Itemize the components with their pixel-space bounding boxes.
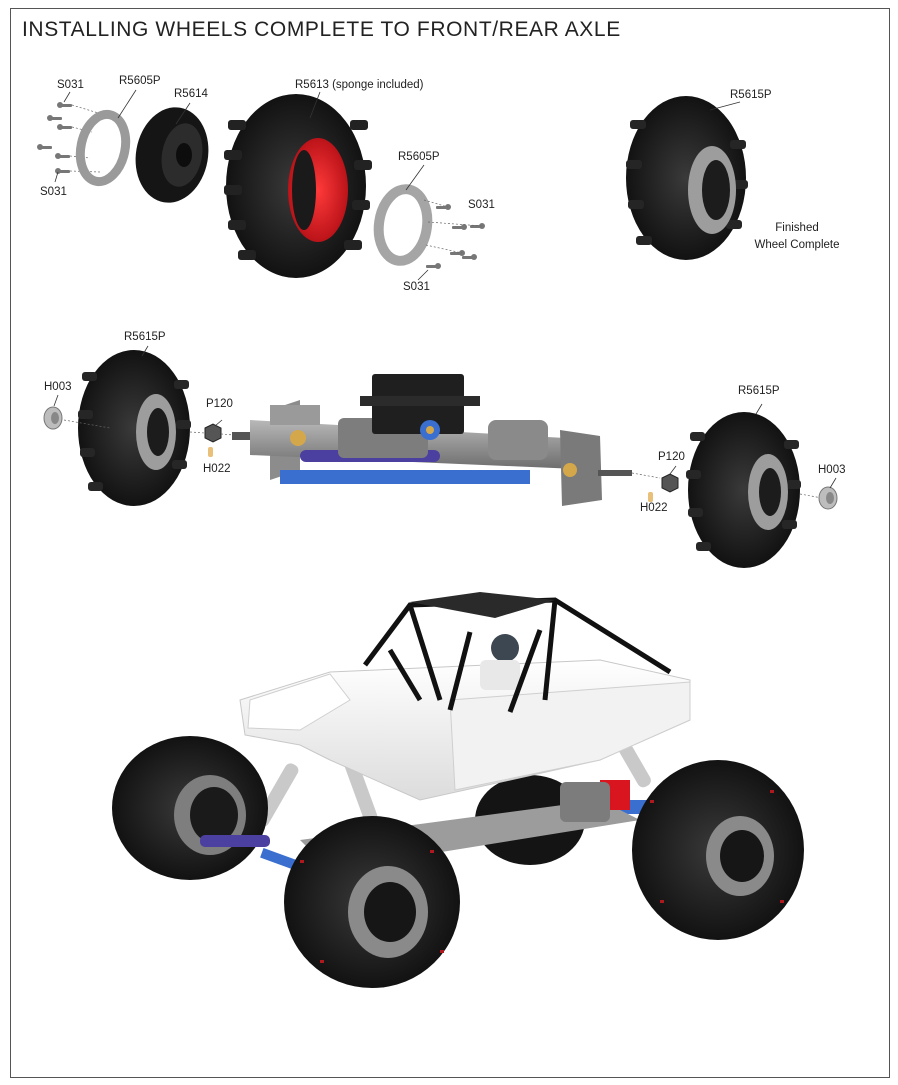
- pin-left: [208, 447, 213, 457]
- label-pin-left: H022: [203, 463, 231, 475]
- hex-left: [204, 423, 222, 443]
- label-axle-wheel-left: R5615P: [124, 331, 166, 343]
- axle-assembly-diagram: [43, 345, 838, 568]
- note-line-2: Wheel Complete: [754, 239, 840, 251]
- label-screw-bottom-right: S031: [403, 281, 430, 293]
- page-title: INSTALLING WHEELS COMPLETE TO FRONT/REAR…: [22, 18, 621, 41]
- screw-group-left: [37, 102, 72, 174]
- label-axle-wheel-right: R5615P: [738, 385, 780, 397]
- complete-vehicle: [112, 592, 804, 988]
- label-pin-right: H022: [640, 502, 668, 514]
- label-screw-right: S031: [468, 199, 495, 211]
- finished-wheel-note: Finished Wheel Complete: [742, 220, 852, 254]
- label-beadlock-ring-left: R5605P: [119, 75, 161, 87]
- label-tire: R5613 (sponge included): [295, 79, 424, 91]
- nut-right: [799, 477, 838, 510]
- nut-left: [43, 394, 111, 430]
- hex-right: [661, 473, 679, 493]
- label-hex-left: P120: [206, 398, 233, 410]
- beadlock-ring-left: [75, 109, 131, 187]
- label-nut-right: H003: [818, 464, 846, 476]
- label-screw-bottom-left: S031: [40, 186, 67, 198]
- axle-housing: [232, 374, 632, 506]
- note-line-1: Finished: [775, 222, 819, 234]
- beadlock-ring-right: [373, 184, 433, 266]
- label-screw-top-left: S031: [57, 79, 84, 91]
- label-beadlock-ring-right: R5605P: [398, 151, 440, 163]
- axle-wheel-left: [78, 345, 191, 506]
- label-wheel-complete: R5615P: [730, 89, 772, 101]
- axle-wheel-right: [686, 403, 801, 568]
- rim-part: [135, 107, 209, 203]
- tire-with-sponge: [224, 94, 372, 278]
- label-nut-left: H003: [44, 381, 72, 393]
- pin-right: [648, 492, 653, 502]
- wheel-exploded-diagram: [37, 89, 485, 281]
- label-rim: R5614: [174, 88, 208, 100]
- screw-group-right: [426, 204, 485, 269]
- label-hex-right: P120: [658, 451, 685, 463]
- page-frame: [10, 8, 890, 1078]
- finished-wheel: [626, 96, 748, 260]
